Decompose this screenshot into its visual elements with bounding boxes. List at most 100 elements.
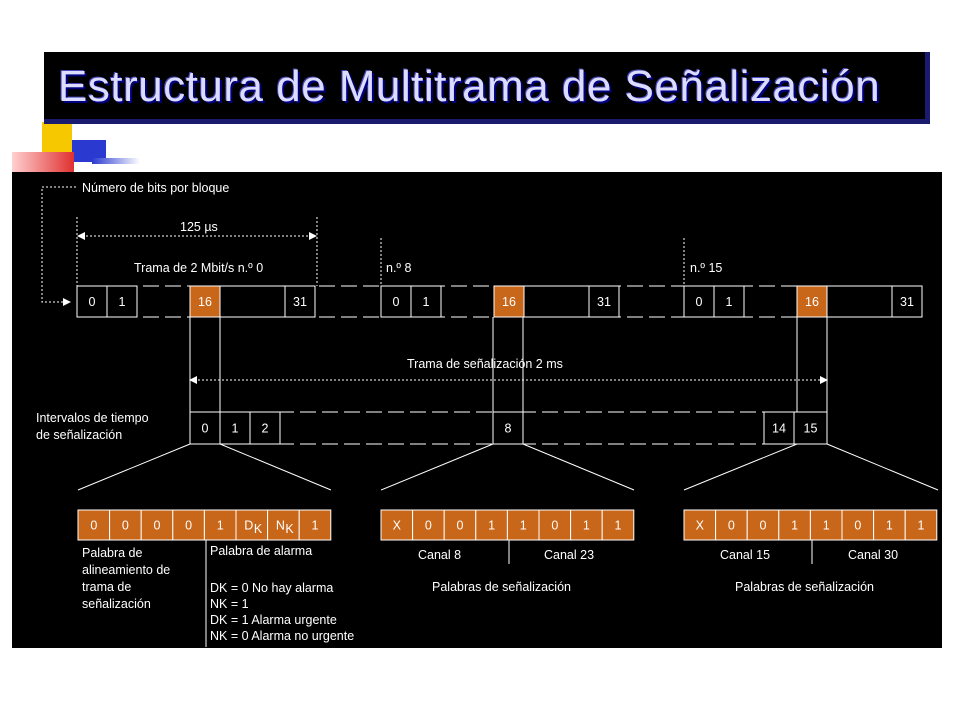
- slot-0-label: 0: [202, 422, 209, 436]
- frame0-ts16-label: 16: [198, 295, 212, 309]
- word8-bit1-box: [412, 509, 445, 541]
- canal15-label: Canal 15: [720, 548, 770, 562]
- word15-bit2-label: 0: [760, 519, 767, 533]
- alignment-label-2: alineamiento de: [82, 563, 170, 577]
- alarm-dk0: DK = 0 No hay alarma: [210, 581, 333, 595]
- frame2-ts0-label: 0: [696, 295, 703, 309]
- frame0-label: Trama de 2 Mbit/s n.º 0: [134, 261, 263, 275]
- alignment-label-3: trama de: [82, 580, 131, 594]
- frame0-ts16-box: [189, 285, 221, 318]
- alignment-word-bit3-box: [172, 509, 205, 541]
- page-title: Estructura de Multitrama de Señalización: [58, 62, 881, 111]
- word8-bit5-label: 0: [551, 519, 558, 533]
- word15-bit0-box: [683, 509, 717, 541]
- slot-2-box: [249, 411, 281, 445]
- alignment-word-bit0-box: [77, 509, 111, 541]
- word8-bit0-label: X: [393, 519, 402, 533]
- alignment-word-bit2-label: 0: [154, 519, 161, 533]
- alignment-word-bit6-label: N: [276, 519, 285, 533]
- frame8-label: n.º 8: [386, 261, 411, 275]
- bits-per-block-label: Número de bits por bloque: [82, 181, 229, 195]
- frame2-ts0-box: [683, 285, 715, 318]
- word15-bit2-box: [746, 509, 780, 541]
- decor-red-bar: [12, 152, 74, 172]
- frame0-ts31-box: [284, 285, 316, 318]
- alignment-word-bit1-box: [109, 509, 142, 541]
- frame1-ts0-label: 0: [393, 295, 400, 309]
- slot-2-label: 2: [262, 422, 269, 436]
- expand-slot8-left: [380, 443, 494, 491]
- alignment-label-1: Palabra de: [82, 546, 143, 560]
- bits-pointer-line: [41, 186, 76, 306]
- alignment-word-bit2-box: [140, 509, 174, 541]
- frame0-ts1-label: 1: [119, 295, 126, 309]
- slot-15-box: [793, 411, 828, 445]
- sig-words-label-b: Palabras de señalización: [735, 580, 874, 594]
- word15-bit0-label: X: [696, 519, 705, 533]
- signaling-frame-label: Trama de señalización 2 ms: [407, 357, 563, 371]
- expand-slot15-left: [683, 443, 798, 491]
- word8-bit1-label: 0: [425, 519, 432, 533]
- word15-bit6-label: 1: [886, 519, 893, 533]
- alignment-word-bit7-box: [298, 509, 332, 541]
- frame1-ts31-label: 31: [597, 295, 611, 309]
- frame2-ts16-box: [796, 285, 828, 318]
- frame0-ts0-label: 0: [89, 295, 96, 309]
- slot-1-label: 1: [232, 422, 239, 436]
- frame1-ts1-box: [410, 285, 442, 318]
- word15-bit6-box: [873, 509, 906, 541]
- frame0-ts1-box: [106, 285, 138, 318]
- word8-bit4-label: 1: [520, 519, 527, 533]
- word8-bit2-label: 0: [457, 519, 464, 533]
- alignment-subscript-0: K: [254, 522, 263, 536]
- frame1-gap-box: [523, 285, 590, 318]
- frame15-label: n.º 15: [690, 261, 722, 275]
- frame0-gap-box: [219, 285, 286, 318]
- title-bar: Estructura de Multitrama de Señalización: [44, 52, 930, 124]
- expand-slot8-right: [522, 443, 635, 491]
- slot-8-box: [492, 411, 524, 445]
- word15-bit7-label: 1: [918, 519, 925, 533]
- intervals-label-1: Intervalos de tiempo: [36, 411, 149, 425]
- period-label: 125 µs: [180, 220, 218, 234]
- word15-bit4-box: [809, 509, 843, 541]
- expand-slot0-left: [77, 443, 191, 491]
- word15-bit3-box: [778, 509, 811, 541]
- alarm-nk1: NK = 1: [210, 597, 249, 611]
- word15-bit4-label: 1: [823, 519, 830, 533]
- canal8-label: Canal 8: [418, 548, 461, 562]
- word15-bit5-box: [841, 509, 875, 541]
- alignment-word-bit3-label: 0: [185, 519, 192, 533]
- alignment-word-bit5-box: [235, 509, 269, 541]
- frame1-ts31-box: [588, 285, 620, 318]
- word8-bit6-box: [570, 509, 603, 541]
- decor-blue-fade: [92, 158, 140, 164]
- frame2-ts1-box: [713, 285, 745, 318]
- slot-15-label: 15: [804, 422, 818, 436]
- canal30-label: Canal 30: [848, 548, 898, 562]
- frame1-ts16-label: 16: [502, 295, 516, 309]
- word15-bit1-box: [715, 509, 748, 541]
- word8-bit3-label: 1: [488, 519, 495, 533]
- alignment-word-bit1-label: 0: [122, 519, 129, 533]
- frame1-ts16-box: [493, 285, 525, 318]
- slot-8-label: 8: [505, 422, 512, 436]
- decor-blue-bar: [72, 140, 106, 162]
- alignment-word-bit5-label: D: [244, 519, 253, 533]
- intervals-label-2: de señalización: [36, 428, 122, 442]
- word15-bit7-box: [904, 509, 938, 541]
- word15-bit1-label: 0: [728, 519, 735, 533]
- alignment-word-bit0-label: 0: [90, 519, 97, 533]
- word8-bit2-box: [443, 509, 477, 541]
- word15-bit3-label: 1: [791, 519, 798, 533]
- sig-words-label-a: Palabras de señalización: [432, 580, 571, 594]
- canal23-label: Canal 23: [544, 548, 594, 562]
- word8-bit7-label: 1: [615, 519, 622, 533]
- alignment-word-bit6-box: [267, 509, 300, 541]
- expand-slot0-right: [219, 443, 332, 491]
- expand-slot15-right: [826, 443, 939, 491]
